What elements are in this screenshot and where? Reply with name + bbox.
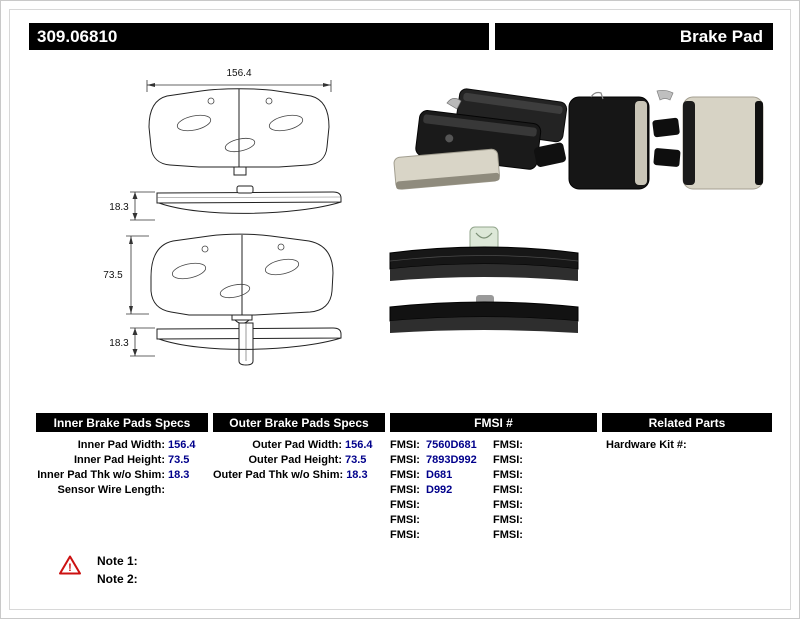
spec-label: Inner Pad Height: <box>73 454 165 466</box>
spec-value: 156.4 <box>168 439 196 451</box>
spec-value: 73.5 <box>345 454 367 466</box>
table-row: Outer Pad Width: 156.4 <box>213 438 385 453</box>
spec-label: Sensor Wire Length: <box>57 484 165 496</box>
fmsi-label: FMSI: <box>390 469 420 481</box>
dimension-label-height: 73.5 <box>103 270 123 281</box>
table-row: Sensor Wire Length: <box>36 483 208 498</box>
dimension-label-thickness-top: 18.3 <box>109 202 129 213</box>
fmsi-table: FMSI # FMSI: 7560D681 FMSI: FMSI: 7893D992… <box>390 413 597 543</box>
svg-text:!: ! <box>68 562 72 574</box>
table-row: Inner Pad Width: 156.4 <box>36 438 208 453</box>
table-row: FMSI: D992 FMSI: <box>390 483 597 498</box>
product-photo-angled-set <box>393 88 568 190</box>
note-2-label: Note 2: <box>97 572 138 586</box>
part-number: 309.06810 <box>37 26 118 46</box>
table-row: Hardware Kit #: <box>602 438 772 453</box>
fmsi-label: FMSI: <box>493 454 523 466</box>
table-row: FMSI: FMSI: <box>390 528 597 543</box>
fmsi-value: D681 <box>426 469 453 481</box>
note-1-label: Note 1: <box>97 554 138 568</box>
spec-label: Inner Pad Width: <box>77 439 165 451</box>
inner-specs-header: Inner Brake Pads Specs <box>36 413 208 432</box>
table-row: FMSI: 7893D992 FMSI: <box>390 453 597 468</box>
fmsi-label: FMSI: <box>493 529 523 541</box>
table-row: Inner Pad Thk w/o Shim: 18.3 <box>36 468 208 483</box>
spec-label: Outer Pad Thk w/o Shim: <box>213 469 344 481</box>
fmsi-value: D992 <box>426 484 453 496</box>
related-parts-header: Related Parts <box>602 413 772 432</box>
part-number-header: 309.06810 <box>29 23 489 50</box>
technical-drawing-side-profile-top: 18.3 <box>109 185 342 221</box>
product-photo-pad-pair <box>568 89 764 190</box>
fmsi-label: FMSI: <box>493 469 523 481</box>
notes-section: ! Note 1: Note 2: <box>59 552 138 588</box>
inner-specs-table: Inner Brake Pads Specs Inner Pad Width: … <box>36 413 208 498</box>
spec-value: 18.3 <box>168 469 190 481</box>
spec-label: Outer Pad Height: <box>248 454 342 466</box>
fmsi-label: FMSI: <box>390 514 420 526</box>
fmsi-label: FMSI: <box>390 499 420 511</box>
fmsi-label: FMSI: <box>493 439 523 451</box>
fmsi-label: FMSI: <box>390 439 420 451</box>
dimension-label-width: 156.4 <box>226 68 251 79</box>
table-row: FMSI: FMSI: <box>390 498 597 513</box>
fmsi-value: 7893D992 <box>426 454 477 466</box>
spec-label: Inner Pad Thk w/o Shim: <box>37 469 165 481</box>
fmsi-label: FMSI: <box>390 454 420 466</box>
technical-drawing-pad-height: 73.5 <box>103 233 334 324</box>
table-row: Outer Pad Height: 73.5 <box>213 453 385 468</box>
outer-specs-header: Outer Brake Pads Specs <box>213 413 385 432</box>
product-name-header: Brake Pad <box>495 23 773 50</box>
related-parts-table: Related Parts Hardware Kit #: <box>602 413 772 453</box>
technical-drawing-pad-width: 156.4 <box>146 68 332 176</box>
fmsi-label: FMSI: <box>390 529 420 541</box>
dimension-label-thickness-bottom: 18.3 <box>109 338 129 349</box>
spec-value <box>687 438 690 453</box>
spec-value: 73.5 <box>168 454 190 466</box>
table-row: FMSI: 7560D681 FMSI: <box>390 438 597 453</box>
fmsi-header: FMSI # <box>390 413 597 432</box>
fmsi-value: 7560D681 <box>426 439 477 451</box>
spec-value: 156.4 <box>345 439 373 451</box>
table-row: Outer Pad Thk w/o Shim: 18.3 <box>213 468 385 483</box>
table-row: Inner Pad Height: 73.5 <box>36 453 208 468</box>
product-photo-profile-stack <box>389 226 579 333</box>
outer-specs-table: Outer Brake Pads Specs Outer Pad Width: … <box>213 413 385 483</box>
table-row: FMSI: D681 FMSI: <box>390 468 597 483</box>
fmsi-label: FMSI: <box>390 484 420 496</box>
fmsi-label: FMSI: <box>493 499 523 511</box>
product-name: Brake Pad <box>679 26 763 46</box>
fmsi-label: FMSI: <box>493 514 523 526</box>
fmsi-label: FMSI: <box>493 484 523 496</box>
spec-label: Outer Pad Width: <box>252 439 342 451</box>
technical-drawing-side-profile-bottom: 18.3 <box>109 322 342 366</box>
spec-label: Hardware Kit #: <box>606 439 687 451</box>
spec-value <box>165 483 208 498</box>
spec-value: 18.3 <box>346 469 368 481</box>
warning-triangle-icon: ! <box>59 555 81 575</box>
table-row: FMSI: FMSI: <box>390 513 597 528</box>
